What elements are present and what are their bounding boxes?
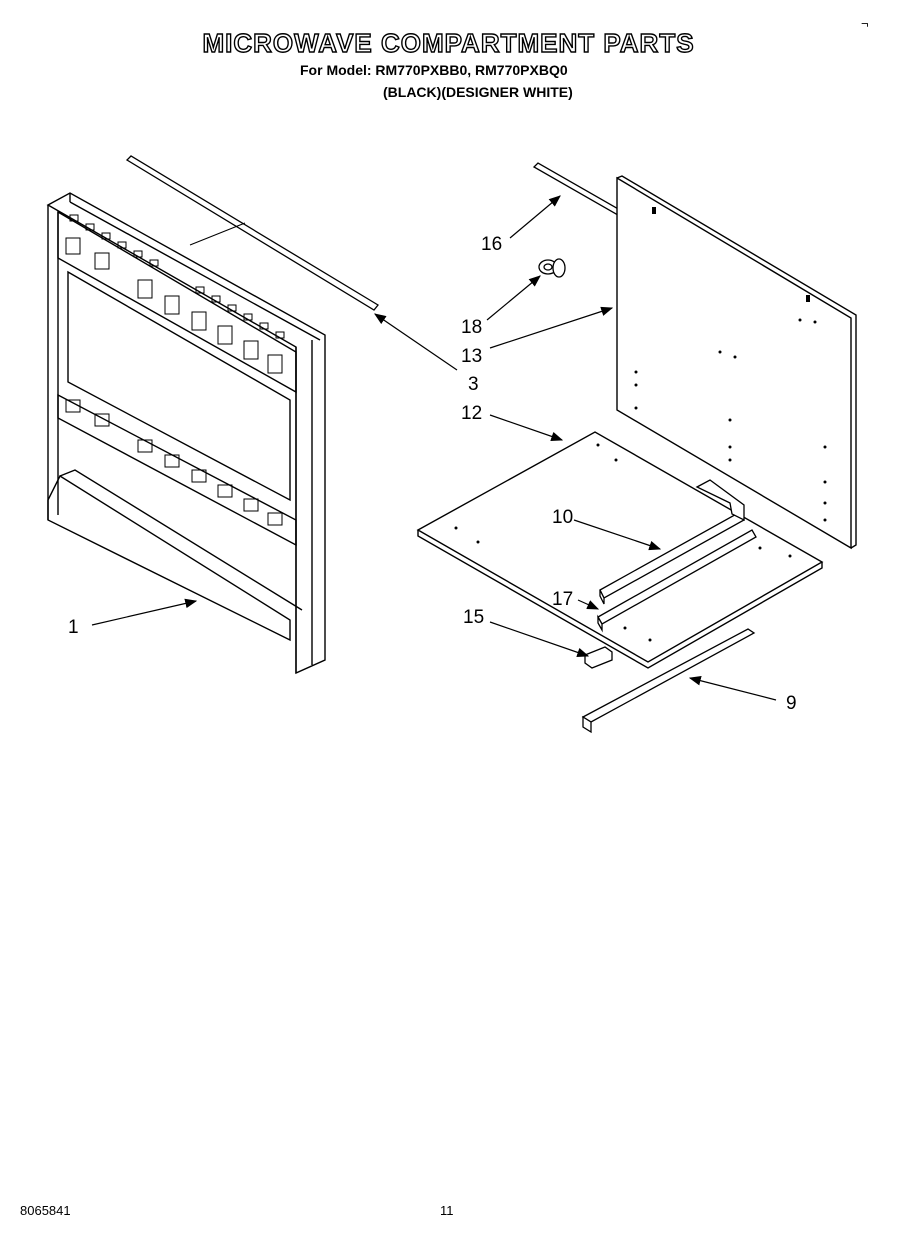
callout-3: 3 xyxy=(468,374,479,395)
model-line: For Model: RM770PXBB0, RM770PXBQ0 xyxy=(300,62,568,78)
callout-18: 18 xyxy=(461,317,482,338)
top-strip-part-3 xyxy=(125,155,379,311)
bottom-plate-part-12 xyxy=(416,431,824,669)
front-frame-part xyxy=(46,192,326,675)
corner-mark: ¬ xyxy=(861,16,869,31)
callout-13: 13 xyxy=(461,346,482,367)
rail-part-10 xyxy=(599,479,745,605)
callout-10: 10 xyxy=(552,507,573,528)
clip-part-15 xyxy=(584,646,613,669)
callout-17: 17 xyxy=(552,589,573,610)
callout-16: 16 xyxy=(481,234,502,255)
callout-12: 12 xyxy=(461,403,482,424)
rail-part-17 xyxy=(597,529,757,633)
callout-15: 15 xyxy=(463,607,484,628)
page-number: 11 xyxy=(440,1203,454,1218)
bottom-plate-holes xyxy=(454,443,792,642)
inner-panel-line xyxy=(189,222,246,246)
trim-bar-part-9 xyxy=(581,628,756,734)
callout-1: 1 xyxy=(68,617,79,638)
document-number: 8065841 xyxy=(20,1203,71,1218)
grommet-part-18 xyxy=(538,258,566,278)
callout-9: 9 xyxy=(786,693,797,714)
rear-panel-part-13 xyxy=(616,175,857,550)
rear-panel-holes xyxy=(634,207,827,522)
page-title: MICROWAVE COMPARTMENT PARTS xyxy=(202,27,695,58)
front-frame-vents xyxy=(65,214,285,526)
color-line: (BLACK)(DESIGNER WHITE) xyxy=(383,84,573,100)
leader-lines xyxy=(91,195,777,701)
